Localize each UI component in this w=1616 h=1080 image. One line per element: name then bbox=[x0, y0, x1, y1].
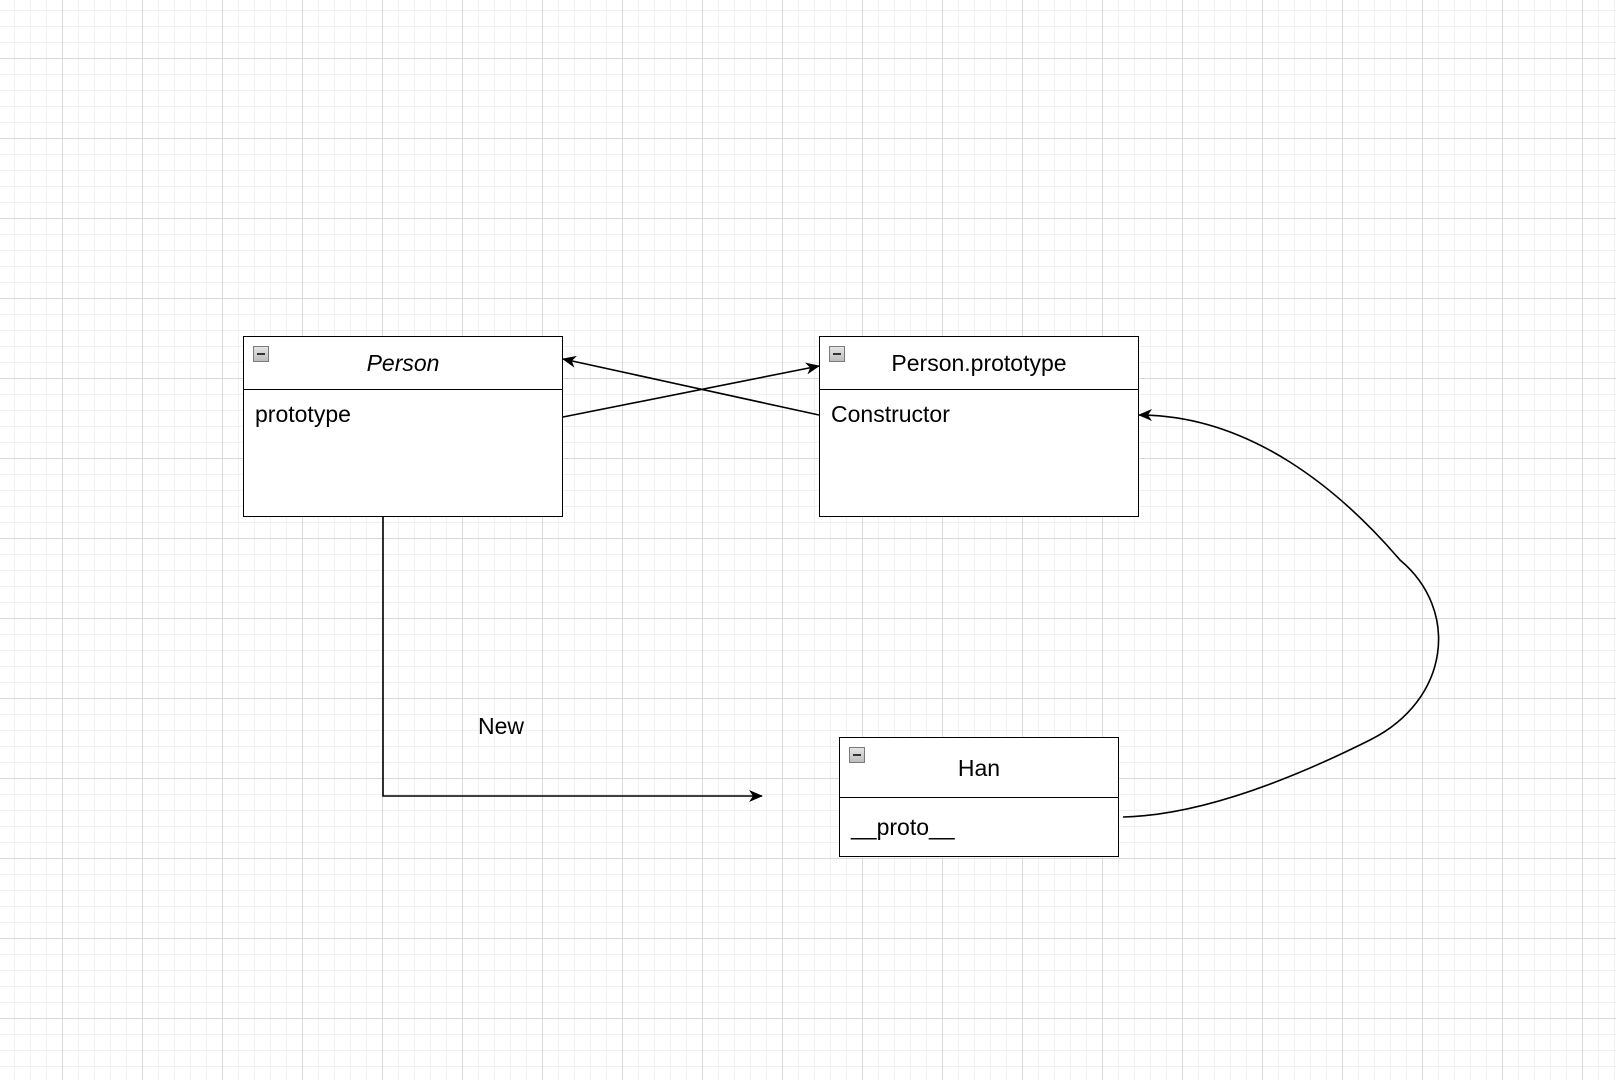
class-box-han[interactable]: Han __proto__ bbox=[839, 737, 1119, 857]
collapse-icon[interactable] bbox=[253, 346, 269, 362]
edge-constructor-to-person[interactable] bbox=[562, 355, 820, 416]
collapse-icon[interactable] bbox=[849, 747, 865, 763]
class-title-person-prototype: Person.prototype bbox=[891, 350, 1067, 376]
collapse-icon[interactable] bbox=[829, 346, 845, 362]
class-header-person-prototype: Person.prototype bbox=[820, 337, 1138, 390]
edge-label-new: New bbox=[478, 713, 525, 739]
class-title-han: Han bbox=[957, 755, 1001, 781]
class-header-person: Person bbox=[244, 337, 562, 390]
class-header-han: Han bbox=[840, 738, 1118, 798]
field-constructor[interactable]: Constructor bbox=[831, 401, 950, 427]
field-proto[interactable]: __proto__ bbox=[851, 814, 955, 840]
edge-prototype-to-person-prototype[interactable] bbox=[562, 362, 820, 418]
class-title-person: Person bbox=[366, 350, 440, 376]
field-prototype[interactable]: prototype bbox=[255, 401, 351, 427]
edge-new-person-to-han[interactable] bbox=[382, 517, 763, 802]
edge-proto-to-person-prototype[interactable] bbox=[1122, 409, 1440, 818]
class-box-person-prototype[interactable]: Person.prototype Constructor bbox=[819, 336, 1139, 517]
class-box-person[interactable]: Person prototype bbox=[243, 336, 563, 517]
